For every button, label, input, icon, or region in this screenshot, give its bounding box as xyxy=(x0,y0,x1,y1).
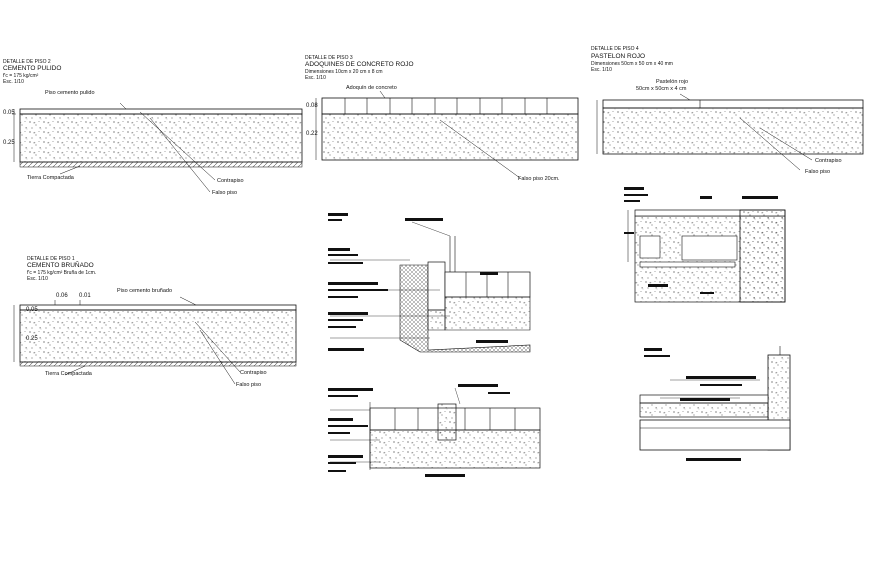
detail-2-dim-bottom: 0.25 xyxy=(3,140,15,146)
redacted-label xyxy=(328,254,358,256)
redacted-label xyxy=(680,398,730,401)
detail-4-callout-top2: 50cm x 50cm x 4 cm xyxy=(636,86,687,92)
detail-2-scale: Esc. 1/10 xyxy=(3,79,24,85)
detail-4-label: DETALLE DE PISO 4 xyxy=(591,46,639,52)
redacted-label xyxy=(686,376,756,379)
detail-1-label: DETALLE DE PISO 1 xyxy=(27,256,75,262)
detail-3-label: DETALLE DE PISO 3 xyxy=(305,55,353,61)
detail-1-dim-b: 0.01 xyxy=(79,293,91,299)
curb-detail-b xyxy=(330,387,541,470)
redacted-label xyxy=(648,284,668,287)
detail-2-callout-contrapiso: Contrapiso xyxy=(217,178,244,184)
redacted-label xyxy=(405,218,443,221)
redacted-label xyxy=(458,384,498,387)
detail-3-scale: Esc. 1/10 xyxy=(305,75,326,81)
detail-2-label: DETALLE DE PISO 2 xyxy=(3,59,51,65)
detail-3-dim-top: 0.08 xyxy=(306,103,318,109)
redacted-label xyxy=(328,248,350,251)
detail-1-scale: Esc. 1/10 xyxy=(27,276,48,282)
detail-1-callout-ground: Tierra Compactada xyxy=(45,371,92,377)
detail-1-callout-contrapiso: Contrapiso xyxy=(240,370,267,376)
detail-4-callout-top: Pastelón rojo xyxy=(656,79,689,85)
redacted-label xyxy=(700,384,742,386)
detail-1-title: CEMENTO BRUÑADO xyxy=(27,262,94,269)
detail-1-dim-bottom: 0.25 xyxy=(26,336,38,342)
detail-2-spec: f'c = 175 kg/cm² xyxy=(3,73,39,79)
redacted-label xyxy=(328,219,342,221)
detail-2-dim-top: 0.05 xyxy=(3,110,15,116)
detail-4-scale: Esc. 1/10 xyxy=(591,67,612,73)
curb-detail-a xyxy=(330,221,531,353)
redacted-label xyxy=(328,326,356,328)
redacted-label xyxy=(328,282,378,285)
redacted-label xyxy=(488,392,510,394)
redacted-label xyxy=(328,470,346,472)
redacted-label xyxy=(700,196,712,199)
detail-2-callout-top: Piso cemento pulido xyxy=(45,90,95,96)
detail-4-callout-falso: Falso piso xyxy=(805,169,831,175)
detail-3-callout-falso: Falso piso 20cm. xyxy=(518,176,560,182)
redacted-label xyxy=(328,262,363,264)
detail-3-section xyxy=(315,90,579,179)
detail-2-section xyxy=(12,102,303,193)
redacted-label xyxy=(328,388,373,391)
detail-1-callout-falso: Falso piso xyxy=(236,382,262,388)
redacted-label xyxy=(624,200,640,202)
redacted-label xyxy=(644,348,662,351)
step-detail-a xyxy=(627,209,786,303)
redacted-label xyxy=(742,196,778,199)
redacted-label xyxy=(328,348,364,351)
detail-4-spec: Dimensiones 50cm x 50 cm x 40 mm xyxy=(591,61,673,67)
detail-3-spec: Dimensiones 10cm x 20 cm x 8 cm xyxy=(305,69,383,75)
detail-4-section xyxy=(596,93,864,171)
redacted-label xyxy=(624,194,648,196)
redacted-label xyxy=(328,296,358,298)
redacted-label xyxy=(686,458,741,461)
redacted-label xyxy=(328,462,356,464)
redacted-label xyxy=(328,312,368,315)
detail-2-title: CEMENTO PULIDO xyxy=(3,65,62,72)
detail-3-dim-bottom: 0.22 xyxy=(306,131,318,137)
redacted-label xyxy=(476,340,508,343)
redacted-label xyxy=(328,319,363,321)
detail-4-callout-contrapiso: Contrapiso xyxy=(815,158,842,164)
redacted-label xyxy=(328,455,363,458)
detail-1-section xyxy=(13,296,297,385)
redacted-label xyxy=(644,355,670,357)
detail-1-callout-top: Piso cemento bruñado xyxy=(117,288,173,294)
detail-1-dim-a: 0.06 xyxy=(56,293,68,299)
detail-1-dim-top: 0.05 xyxy=(26,307,38,313)
redacted-label xyxy=(328,395,358,397)
redacted-label xyxy=(328,418,353,421)
detail-2-callout-ground: Tierra Compactada xyxy=(27,175,74,181)
redacted-label xyxy=(328,289,388,291)
detail-3-title: ADOQUINES DE CONCRETO ROJO xyxy=(305,61,414,68)
redacted-label xyxy=(328,432,350,434)
redacted-label xyxy=(328,425,368,427)
redacted-label xyxy=(480,272,498,275)
detail-3-callout-top: Adoquín de concreto xyxy=(346,85,397,91)
redacted-label xyxy=(700,292,714,294)
redacted-label xyxy=(624,232,634,234)
redacted-label xyxy=(624,187,644,190)
detail-1-spec: f'c = 175 kg/cm² Bruña de 1cm. xyxy=(27,270,97,276)
detail-4-title: PASTELON ROJO xyxy=(591,53,646,60)
redacted-label xyxy=(328,213,348,216)
redacted-label xyxy=(425,474,465,477)
detail-2-callout-falso: Falso piso xyxy=(212,190,238,196)
